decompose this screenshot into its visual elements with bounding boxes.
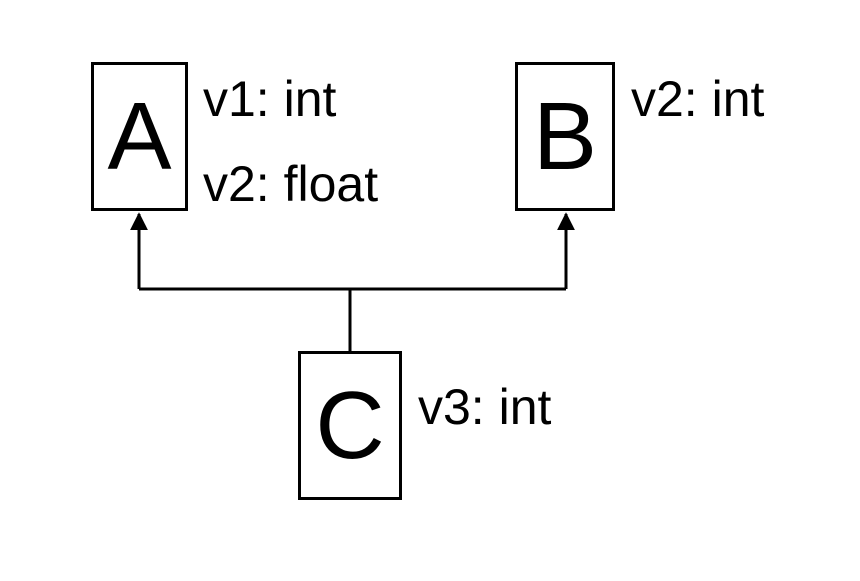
- class-name-b: B: [532, 82, 598, 190]
- class-name-c: C: [315, 371, 385, 479]
- class-a-field-v1: v1: int: [203, 71, 337, 127]
- class-box-a: A: [91, 62, 188, 211]
- class-box-b: B: [515, 62, 615, 211]
- class-box-c: C: [298, 351, 402, 500]
- class-a-field-v2: v2: float: [203, 156, 379, 212]
- class-c-field-v3: v3: int: [418, 379, 552, 435]
- class-name-a: A: [107, 82, 172, 190]
- class-b-field-v2: v2: int: [631, 71, 765, 127]
